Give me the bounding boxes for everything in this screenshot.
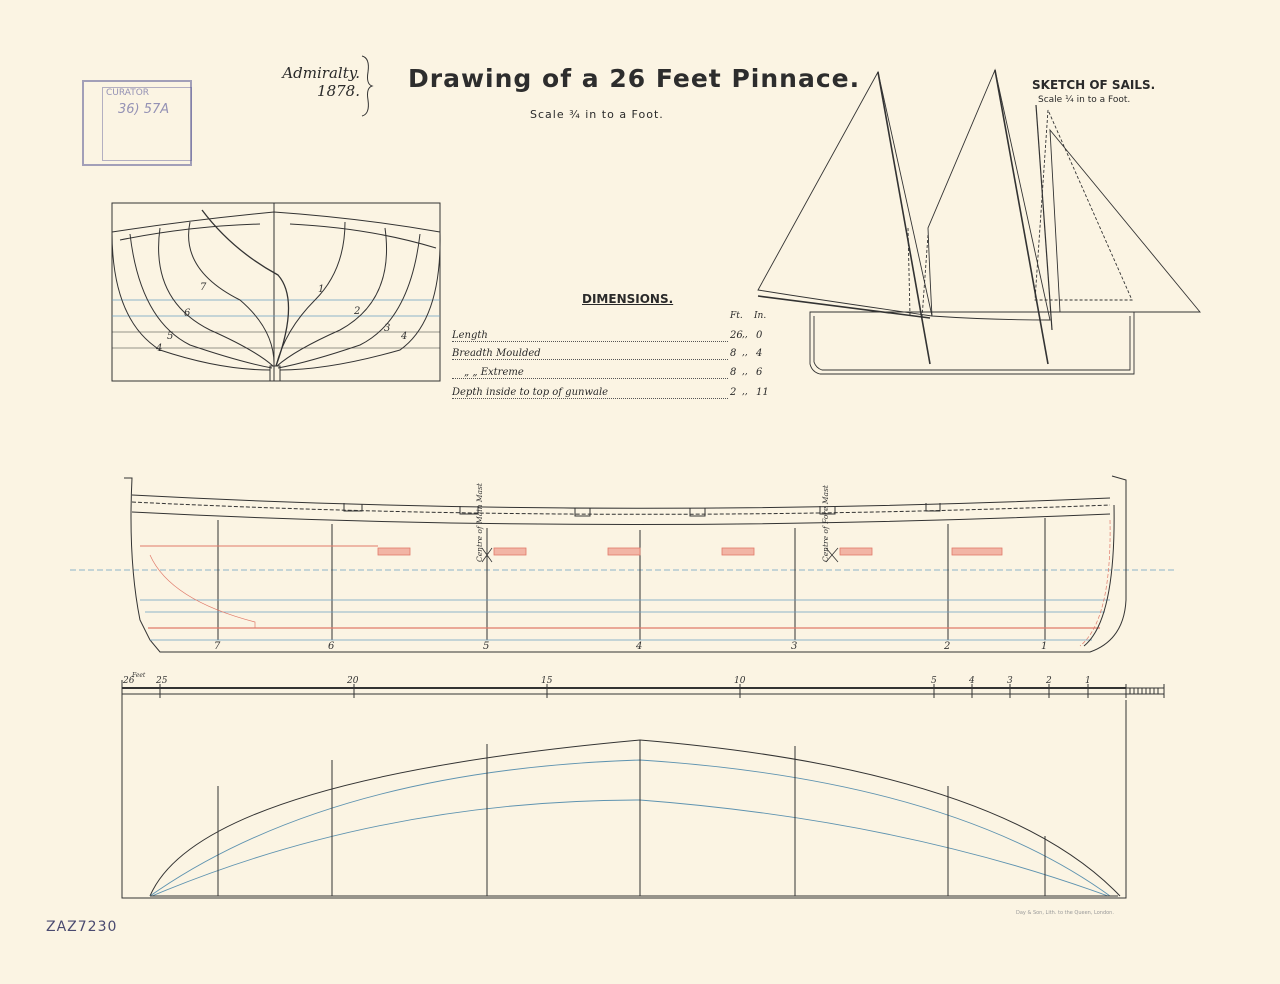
sails-scale: Scale ¼ in to a Foot.: [1038, 95, 1131, 105]
dimension-feet: 2: [730, 387, 737, 398]
body-plan: [111, 202, 441, 382]
stamp-number: 36) 57A: [118, 102, 170, 117]
dimension-row: „ „ Extreme 8 ,, 6: [452, 367, 772, 383]
scale-label: 20: [346, 676, 359, 686]
drawing-scale: Scale ¾ in to a Foot.: [530, 108, 664, 121]
reference-number: ZAZ7230: [46, 919, 118, 935]
dimensions-col-in: In.: [754, 311, 767, 321]
scale-bar: [121, 680, 1165, 700]
scale-label: 4: [968, 676, 975, 686]
station-label: 6: [328, 641, 335, 652]
station-label: 3: [791, 641, 797, 652]
stamp-inner-border: [102, 87, 192, 161]
admiralty-note: Admiralty. 1878.: [282, 64, 360, 100]
stamp-line: CURATOR: [106, 88, 150, 98]
dimension-sep: ,,: [742, 348, 748, 358]
leader-dots: [452, 359, 728, 360]
dimension-row: Breadth Moulded 8 ,, 4: [452, 348, 772, 364]
scale-label: 26: [122, 676, 135, 686]
dimension-label: Breadth Moulded: [452, 348, 544, 359]
dimension-row: Depth inside to top of gunwale 2 ,, 11: [452, 387, 772, 403]
scale-unit: Feet: [131, 672, 146, 679]
sails-sketch: [757, 68, 1201, 375]
dimension-inches: 6: [756, 367, 763, 378]
dimension-sep: ,,: [742, 367, 748, 377]
leader-dots: [452, 341, 728, 342]
body-plan-label: 6: [184, 308, 191, 319]
scale-label: 10: [734, 676, 746, 686]
half-breadth-plan: [121, 700, 1127, 899]
printer-imprint: Day & Son, Lith. to the Queen, London.: [1016, 910, 1114, 916]
dimension-feet: 26: [730, 330, 743, 341]
scale-label: 2: [1045, 676, 1052, 686]
body-plan-label: 4: [400, 331, 407, 342]
scale-label: 3: [1007, 676, 1013, 686]
fore-mast-label: Centre of Fore Mast: [821, 484, 830, 562]
body-plan-label: 2: [353, 306, 360, 317]
leader-dots: [452, 378, 728, 379]
dimension-inches: 0: [756, 330, 763, 341]
sails-title: SKETCH OF SAILS.: [1032, 78, 1156, 92]
dimensions-col-ft: Ft.: [730, 311, 743, 321]
station-label: 2: [943, 641, 950, 652]
station-label: 4: [635, 641, 642, 652]
dimension-label: Depth inside to top of gunwale: [452, 387, 612, 398]
dimension-feet: 8: [730, 367, 737, 378]
dimension-label: Length: [452, 330, 491, 341]
body-plan-label: 3: [384, 323, 390, 334]
scale-label: 25: [155, 676, 168, 686]
scale-label: 15: [541, 676, 553, 686]
profile-thwarts: [377, 547, 1003, 556]
scale-label: 5: [931, 676, 937, 686]
dimension-row: Length 26 ,, 0: [452, 330, 772, 346]
body-plan-label: 4: [155, 343, 162, 354]
leader-dots: [452, 398, 728, 399]
admiralty-year: 1878.: [317, 82, 360, 100]
curator-stamp: CURATOR 36) 57A: [82, 80, 192, 166]
station-label: 1: [1041, 641, 1047, 652]
dimension-inches: 4: [756, 348, 763, 359]
body-plan-label: 7: [200, 282, 207, 293]
drawing-title: Drawing of a 26 Feet Pinnace.: [408, 64, 861, 93]
profile-plan: [70, 475, 1176, 653]
station-label: 5: [483, 641, 489, 652]
mast-markers: [481, 547, 839, 563]
dimension-sep: ,,: [742, 330, 748, 340]
admiralty-line: Admiralty.: [282, 64, 360, 82]
dimension-sep: ,,: [742, 387, 748, 397]
dimension-inches: 11: [756, 387, 769, 398]
dimension-label: „ „ Extreme: [464, 367, 527, 378]
station-label: 7: [214, 641, 221, 652]
admiralty-brace: [361, 55, 374, 117]
body-plan-label: 1: [318, 284, 324, 295]
scale-label: 1: [1085, 676, 1091, 686]
dimensions-title: DIMENSIONS.: [582, 292, 674, 306]
dimension-feet: 8: [730, 348, 737, 359]
main-mast-label: Centre of Main Mast: [475, 482, 484, 562]
body-plan-label: 5: [167, 331, 173, 342]
